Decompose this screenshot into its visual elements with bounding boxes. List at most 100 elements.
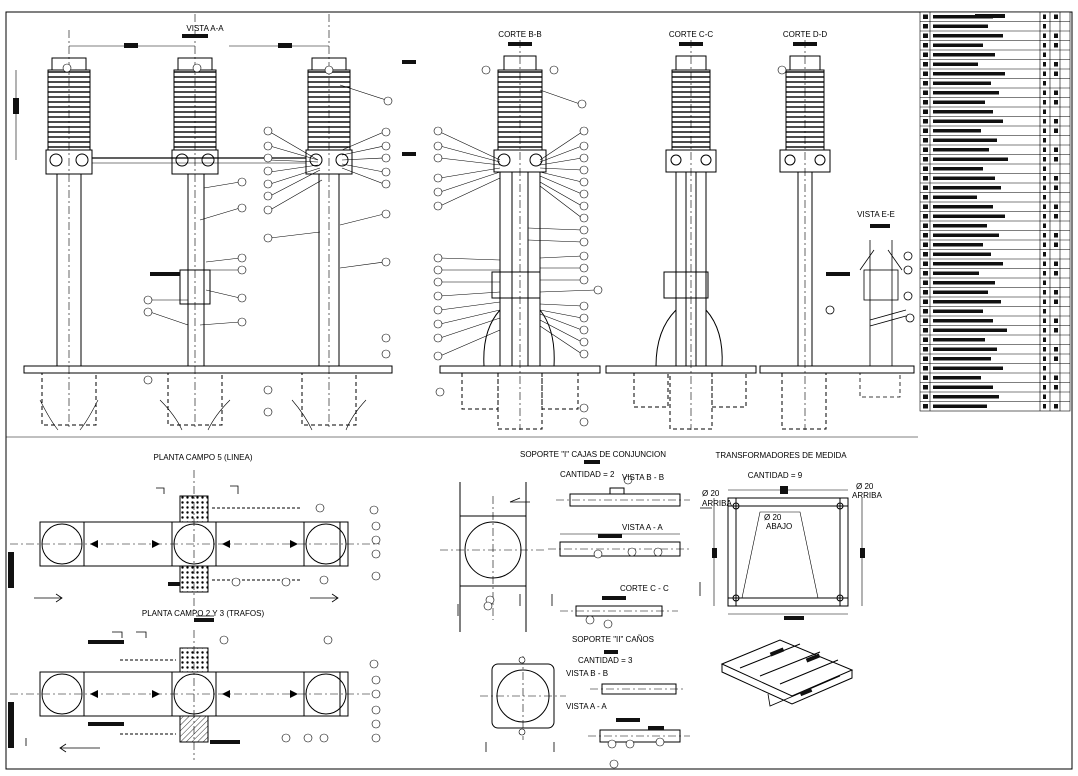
table-quantity (1043, 290, 1046, 295)
table-quantity (1043, 366, 1046, 371)
table-quantity (1043, 138, 1046, 143)
table-quantity (1043, 280, 1046, 285)
table-item-number (923, 261, 928, 266)
table-item-number (923, 394, 928, 399)
table-quantity (1043, 119, 1046, 124)
table-item-number (923, 290, 928, 295)
table-unit (1054, 204, 1058, 209)
table-description (933, 157, 1008, 161)
label-cantidad-t: CANTIDAD = 9 (747, 471, 803, 480)
table-item-number (923, 138, 928, 143)
table-description (933, 43, 983, 47)
table-unit (1054, 242, 1058, 247)
table-quantity (1043, 318, 1046, 323)
table-quantity (1043, 24, 1046, 29)
table-unit (1054, 157, 1058, 162)
table-unit (1054, 71, 1058, 76)
table-quantity (1043, 62, 1046, 67)
table-description (933, 119, 1003, 123)
label-vista-aa-ii: VISTA A - A (566, 702, 607, 711)
table-description (933, 15, 993, 19)
table-quantity (1043, 71, 1046, 76)
table-unit (1054, 290, 1058, 295)
table-item-number (923, 176, 928, 181)
table-item-number (923, 24, 928, 29)
table-description (933, 347, 997, 351)
section-markers (25, 485, 841, 752)
title-transformadores: TRANSFORMADORES DE MEDIDA (715, 451, 847, 460)
table-quantity (1043, 347, 1046, 352)
table-item-number (923, 242, 928, 247)
table-quantity (1043, 147, 1046, 152)
table-item-number (923, 223, 928, 228)
table-description (933, 34, 1003, 38)
reference-table (919, 11, 1071, 412)
table-unit (1054, 328, 1058, 333)
table-quantity (1043, 33, 1046, 38)
table-unit (1054, 318, 1058, 323)
table-description (933, 205, 993, 209)
table-description (933, 309, 983, 313)
corte-bb-section (433, 40, 603, 430)
label-arriba-2: ARRIBA (852, 491, 882, 500)
planta-trafos-plan (8, 615, 381, 760)
table-description (933, 357, 991, 361)
label-d20-2: Ø 20 (856, 482, 874, 491)
table-description (933, 233, 999, 237)
table-item-number (923, 166, 928, 171)
title-soporte-i: SOPORTE "I" CAJAS DE CONJUNCION (520, 450, 666, 459)
table-unit (1054, 404, 1058, 409)
table-unit (1054, 14, 1058, 19)
table-unit (1054, 233, 1058, 238)
table-description (933, 91, 999, 95)
table-quantity (1043, 404, 1046, 409)
title-planta-linea: PLANTA CAMPO 5 (LINEA) (153, 453, 253, 462)
table-unit (1054, 100, 1058, 105)
table-description (933, 300, 1001, 304)
table-unit (1054, 147, 1058, 152)
label-cantidad-i: CANTIDAD = 2 (560, 470, 615, 479)
table-item-number (923, 271, 928, 276)
table-item-number (923, 280, 928, 285)
table-unit (1054, 299, 1058, 304)
pole-1 (13, 30, 99, 431)
table-unit (1054, 261, 1058, 266)
table-item-number (923, 328, 928, 333)
table-item-number (923, 185, 928, 190)
table-quantity (1043, 43, 1046, 48)
table-item-number (923, 100, 928, 105)
table-item-number (923, 404, 928, 409)
label-arriba-1: ARRIBA (702, 499, 732, 508)
label-corte-cc-i: CORTE C - C (620, 584, 669, 593)
table-quantity (1043, 185, 1046, 190)
table-description (933, 252, 991, 256)
table-item-number (923, 309, 928, 314)
title-vista-aa: VISTA A-A (186, 24, 224, 33)
pole-3 (291, 14, 367, 431)
table-quantity (1043, 90, 1046, 95)
table-item-number (923, 119, 928, 124)
table-quantity (1043, 271, 1046, 276)
table-item-number (923, 252, 928, 257)
soporte-ii-detail (480, 650, 690, 769)
table-description (933, 176, 995, 180)
table-unit (1054, 43, 1058, 48)
table-description (933, 385, 993, 389)
table-description (933, 395, 999, 399)
table-quantity (1043, 375, 1046, 380)
table-item-number (923, 81, 928, 86)
table-description (933, 366, 1003, 370)
table-item-number (923, 43, 928, 48)
table-unit (1054, 356, 1058, 361)
table-item-number (923, 366, 928, 371)
table-quantity (1043, 166, 1046, 171)
table-item-number (923, 195, 928, 200)
table-description (933, 338, 985, 342)
table-quantity (1043, 109, 1046, 114)
table-item-number (923, 52, 928, 57)
table-item-number (923, 385, 928, 390)
table-item-number (923, 337, 928, 342)
pole-2 (159, 14, 231, 431)
table-unit (1054, 271, 1058, 276)
